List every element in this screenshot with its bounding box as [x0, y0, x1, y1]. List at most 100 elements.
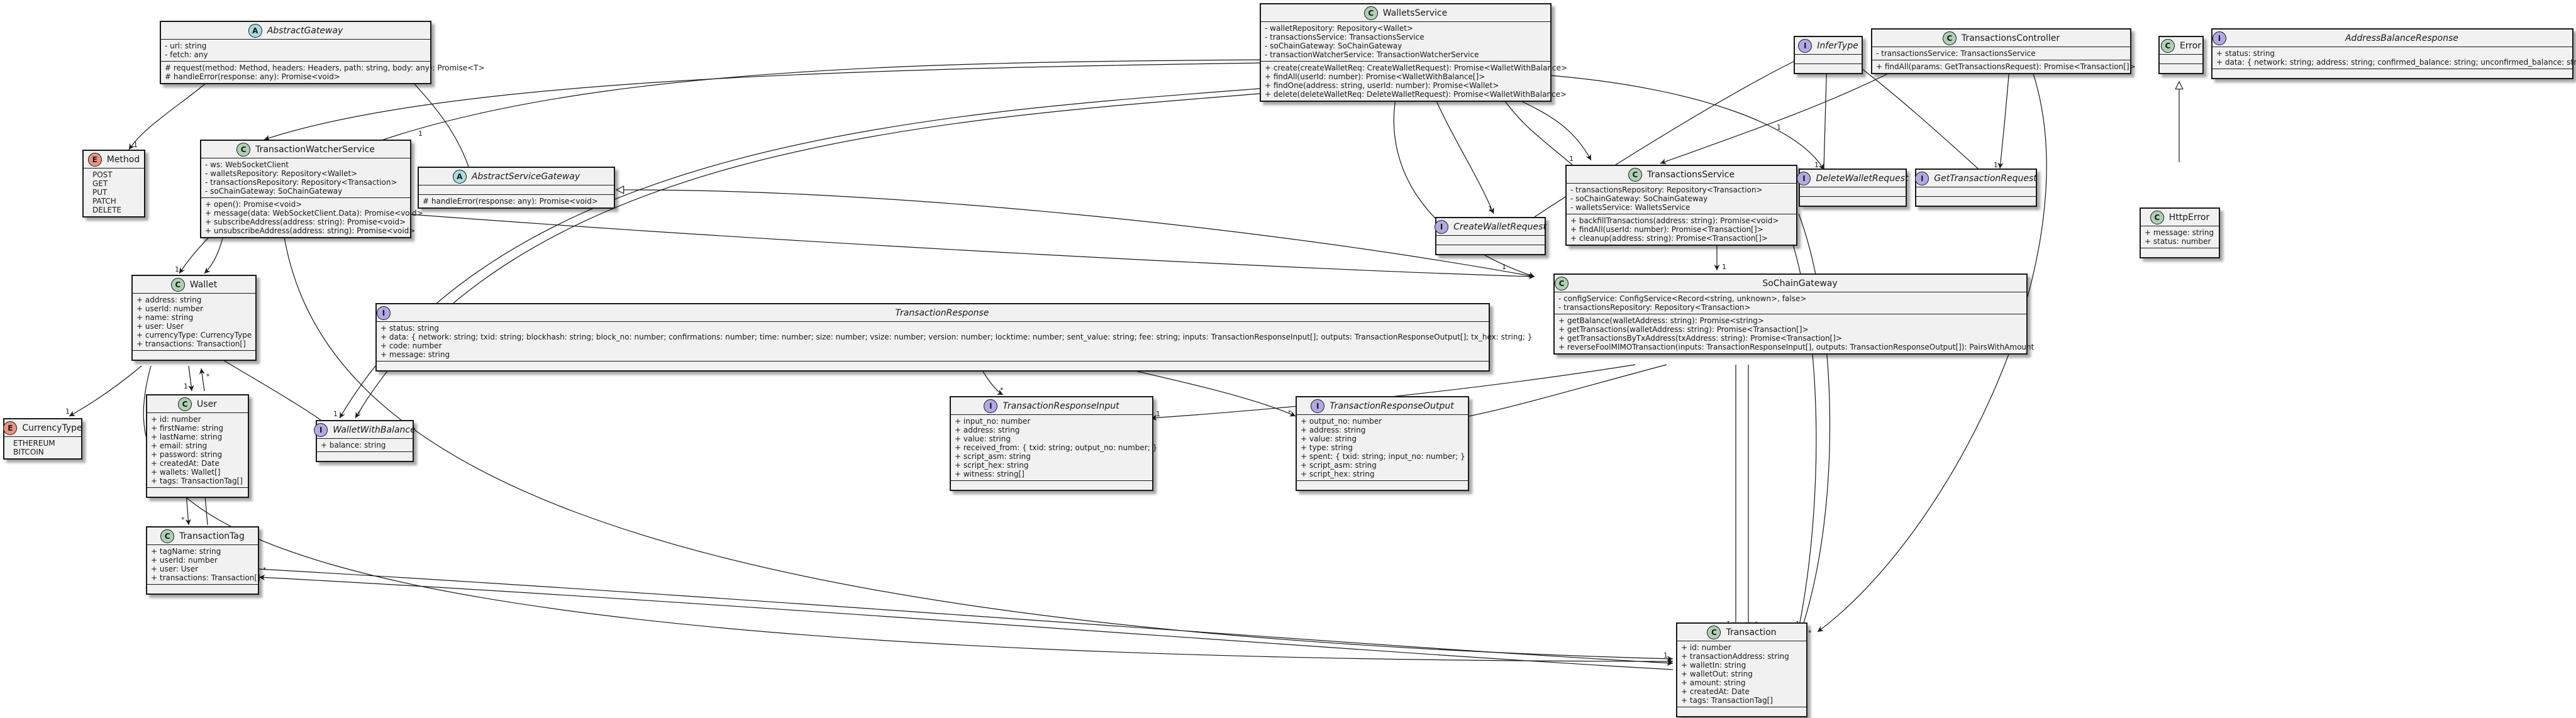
- method: # request(method: Method, headers: Heade…: [165, 64, 485, 72]
- class-name: Method: [106, 154, 140, 165]
- multiplicity-label: *: [1288, 409, 1292, 417]
- methods-section: + getBalance(walletAddress: string): Pro…: [1555, 314, 2035, 353]
- stereotype-c-icon: C: [236, 142, 251, 157]
- multiplicity-label: 1: [418, 130, 423, 138]
- method: + create(createWalletReq: CreateWalletRe…: [1265, 64, 1568, 72]
- attribute: + status: string: [2216, 49, 2275, 58]
- stereotype-i-icon: I: [1797, 171, 1811, 185]
- attribute: - walletRepository: Repository<Wallet>: [1265, 24, 1413, 33]
- class-name: User: [197, 399, 217, 409]
- attribute: + tagName: string: [151, 547, 221, 556]
- class-name: AddressBalanceResponse: [2345, 33, 2458, 43]
- attribute: - ws: WebSocketClient: [205, 160, 289, 169]
- attribute: + balance: string: [321, 441, 386, 450]
- methods-section: + open(): Promise<void>+ message(data: W…: [201, 197, 423, 237]
- multiplicity-label: *: [263, 566, 267, 574]
- stereotype-c-icon: C: [170, 277, 185, 292]
- stereotype-i-icon: I: [1798, 38, 1813, 53]
- class-name: AbstractGateway: [267, 25, 343, 36]
- attribute: - fetch: any: [165, 50, 208, 59]
- edge-transactionwatcherservice-transaction: [282, 229, 1674, 662]
- method: + backfillTransactions(address: string):…: [1570, 216, 1779, 225]
- multiplicity-label: 1: [1994, 161, 1998, 169]
- method: + unsubscribeAddress(address: string): P…: [205, 226, 416, 235]
- enum-literal: POST: [92, 170, 113, 179]
- methods-section: # request(method: Method, headers: Heade…: [161, 61, 485, 83]
- class-name: TransactionsService: [1646, 169, 1735, 180]
- attributes-section: [1916, 187, 2036, 196]
- class-name: TransactionResponseOutput: [1330, 400, 1454, 411]
- class-name: HttpError: [2168, 212, 2210, 223]
- methods-section: + create(createWalletReq: CreateWalletRe…: [1261, 61, 1568, 101]
- attribute: + currencyType: CurrencyType: [136, 331, 252, 340]
- methods-section: [1436, 245, 1545, 254]
- attribute: - soChainGateway: SoChainGateway: [1570, 194, 1708, 203]
- stereotype-c-icon: C: [2160, 38, 2175, 53]
- method: # handleError(response: any): Promise<vo…: [165, 72, 340, 81]
- attribute: + password: string: [151, 450, 223, 459]
- methods-section: # handleError(response: any): Promise<vo…: [419, 194, 614, 207]
- attribute: + email: string: [151, 441, 208, 450]
- attribute: + firstName: string: [151, 424, 224, 433]
- class-name: CurrencyType: [22, 423, 82, 433]
- method: + reverseFoolMIMOTransaction(inputs: Tra…: [1558, 343, 2035, 351]
- class-transactionwatcherservice[interactable]: C TransactionWatcherService - ws: WebSocke…: [200, 140, 423, 238]
- stereotype-c-icon: C: [1363, 6, 1378, 20]
- edge-deletewalletrequest-implements-infertype: [1824, 55, 1827, 169]
- class-name: WalletsService: [1382, 8, 1448, 18]
- attribute: + createdAt: Date: [1681, 687, 1750, 696]
- methods-section: [2160, 64, 2202, 73]
- edge-transactionsservice-transaction: [1798, 213, 1831, 629]
- multiplicity-label: *: [1000, 386, 1004, 394]
- stereotype-a-icon: A: [248, 23, 262, 38]
- attribute: + transactions: Transaction[]: [136, 340, 246, 348]
- attribute: - transactionWatcherService: Transaction…: [1265, 50, 1479, 59]
- methods-section: [2212, 69, 2572, 78]
- method: + getTransactions(walletAddress: string)…: [1558, 325, 1809, 334]
- class-header: C TransactionWatcherService: [201, 141, 410, 158]
- attribute: - transactionsRepository: Repository<Tra…: [1570, 185, 1763, 194]
- attribute: + id: number: [1681, 643, 1731, 652]
- enum-literal: DELETE: [92, 206, 122, 214]
- stereotype-i-icon: I: [314, 423, 328, 437]
- class-name: AbstractServiceGateway: [471, 171, 580, 182]
- attributes-section: [419, 185, 614, 194]
- edge-wallet-user: [188, 365, 194, 392]
- methods-section: + findAll(params: GetTransactionsRequest…: [1872, 60, 2136, 73]
- class-walletsservice[interactable]: C WalletsService - walletRepository: Repos…: [1260, 3, 1568, 102]
- edge-walletsservice-deletewalletrequest: [1550, 75, 1824, 170]
- class-name: TransactionWatcherService: [255, 144, 375, 155]
- attribute: - walletsService: WalletsService: [1570, 203, 1690, 212]
- edge-user-wallet: [199, 368, 205, 392]
- class-header: A AbstractGateway: [161, 22, 430, 39]
- methods-section: [377, 361, 1489, 370]
